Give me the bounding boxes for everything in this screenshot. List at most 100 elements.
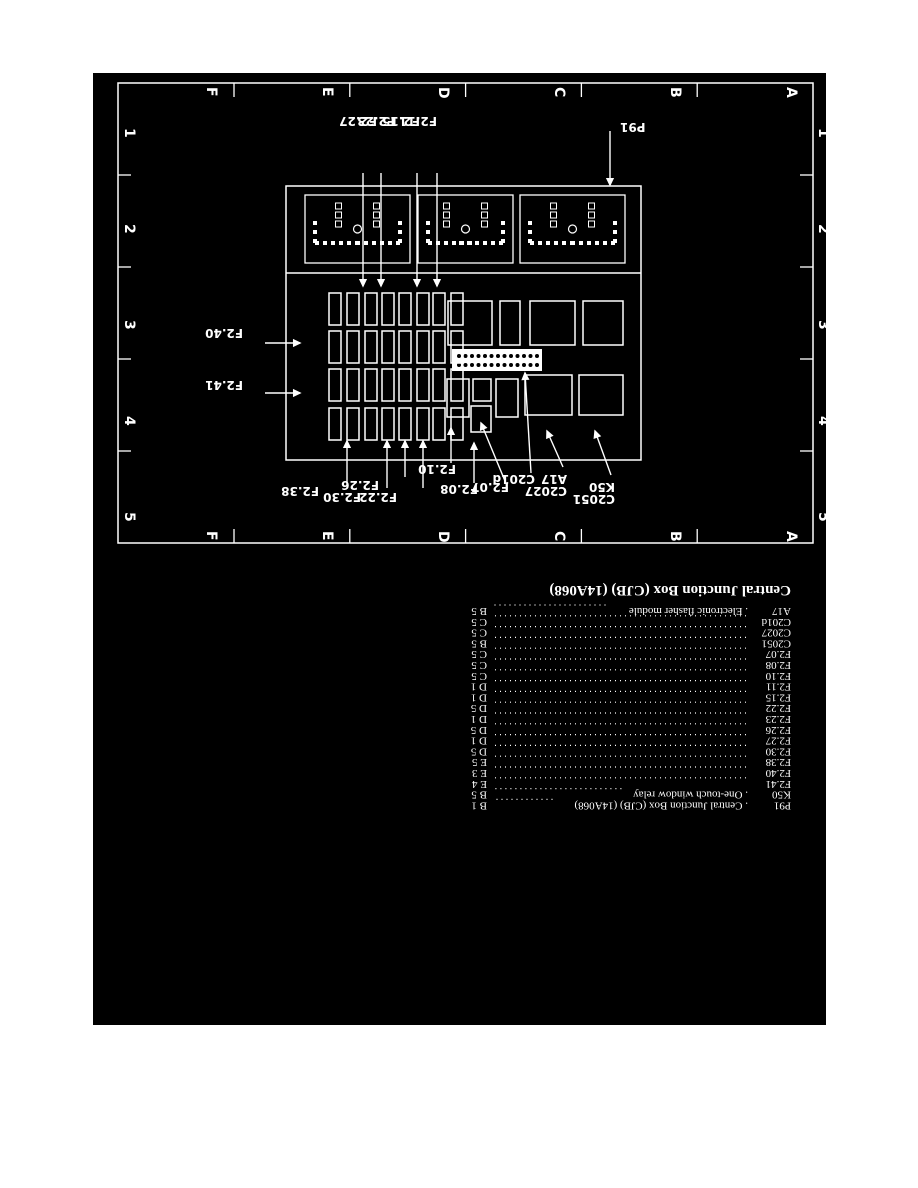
pin (611, 241, 615, 245)
callout-c201d: C201d (493, 472, 535, 486)
arrow-head (605, 177, 615, 187)
pin (463, 354, 468, 358)
legend-id: F2.27 (765, 735, 791, 747)
fuse (416, 368, 430, 402)
connector-key (567, 224, 578, 234)
fuse (364, 407, 378, 441)
fuse (450, 368, 464, 402)
pin (459, 241, 463, 245)
relays (446, 300, 624, 433)
legend-row: F2.10C 5 (471, 669, 791, 682)
legend-row: F2.26D 5 (470, 723, 791, 736)
fuse (398, 292, 412, 326)
legend-location: B 5 (471, 789, 487, 801)
legend-location: D 1 (471, 691, 487, 703)
legend-id: F2.30 (765, 745, 791, 757)
pin (444, 241, 448, 245)
pin (613, 221, 617, 225)
legend-location: B 5 (471, 605, 487, 617)
connector-pins (313, 202, 617, 245)
grid-row-label: F (203, 87, 219, 97)
pin (398, 230, 402, 234)
legend-desc: . Electronic flasher module (629, 605, 748, 617)
legend-id: F2.08 (765, 659, 791, 671)
callout-p91: P91 (620, 120, 646, 134)
pin (457, 354, 461, 358)
grid-row-label: D (435, 87, 451, 99)
fuse (328, 368, 342, 402)
fuse (450, 330, 464, 364)
pin (570, 241, 574, 245)
callout-f227: F2.27 (339, 114, 377, 128)
callout-f238: F2.38 (281, 484, 319, 498)
legend-location: B 1 (471, 799, 487, 811)
fuse (432, 407, 446, 441)
arrow-head (292, 338, 302, 348)
pin (347, 241, 351, 245)
callout-line (524, 372, 532, 474)
grid-col-label: 3 (121, 320, 137, 330)
pin (457, 363, 461, 367)
callout-line (594, 430, 612, 476)
pin (550, 220, 557, 228)
legend-location: D 1 (471, 713, 487, 725)
grid-row-label: E (319, 531, 335, 541)
legend-location: D 1 (471, 681, 487, 693)
pin (364, 241, 368, 245)
legend-row: F2.08C 5 (471, 658, 791, 671)
fuse (416, 330, 430, 364)
pin (489, 363, 494, 367)
connector-blocks (304, 194, 626, 264)
pin (588, 202, 595, 210)
fuse (328, 330, 342, 364)
callout-f226: F2.26 (341, 478, 379, 492)
pin (538, 241, 542, 245)
legend-row: F2.15D 1 (471, 690, 791, 703)
pin (355, 241, 359, 245)
grid-row-label: A (783, 531, 799, 542)
pin (501, 230, 505, 234)
arrow-head (376, 278, 386, 288)
pin (468, 241, 472, 245)
legend-row: F2.27D 1 (471, 733, 791, 747)
fuse (364, 330, 378, 364)
connector-key (352, 224, 363, 234)
fuse (381, 407, 395, 441)
pin (491, 241, 495, 245)
connector-key (460, 224, 471, 234)
arrow-head (412, 278, 422, 288)
grid-row-label: D (435, 531, 451, 543)
arrow-head (479, 421, 488, 432)
pin (562, 241, 566, 245)
grid-col-label: 1 (121, 128, 137, 138)
pin (522, 363, 526, 367)
pin (579, 241, 583, 245)
grid-col-label: 4 (121, 416, 137, 426)
callout-f240: F2.40 (205, 326, 243, 340)
callout-f210: F2.10 (418, 462, 456, 476)
grid-col-label: 3 (815, 320, 831, 330)
legend-id: C2051 (762, 637, 791, 649)
pin (373, 220, 380, 228)
legend-id: F2.26 (765, 724, 791, 736)
fuse (381, 330, 395, 364)
pin (528, 363, 533, 367)
grid-ticks (118, 83, 813, 543)
pin (426, 221, 430, 225)
pin (339, 241, 343, 245)
callout-f208: F2.08 (440, 482, 478, 496)
callout-f230: F2.30 (323, 490, 361, 504)
legend-row: F2.07C 5 (471, 647, 791, 660)
pin (335, 211, 342, 219)
grid-col-label: 4 (815, 416, 831, 426)
grid-col-label: 2 (121, 224, 137, 234)
callout-f207: F2.07 (471, 480, 509, 494)
callout-f222: F2.22 (359, 490, 397, 504)
pin (550, 202, 557, 210)
legend-id: F2.11 (766, 681, 791, 693)
pin (373, 211, 380, 219)
fuse (416, 407, 430, 441)
pin (496, 363, 500, 367)
